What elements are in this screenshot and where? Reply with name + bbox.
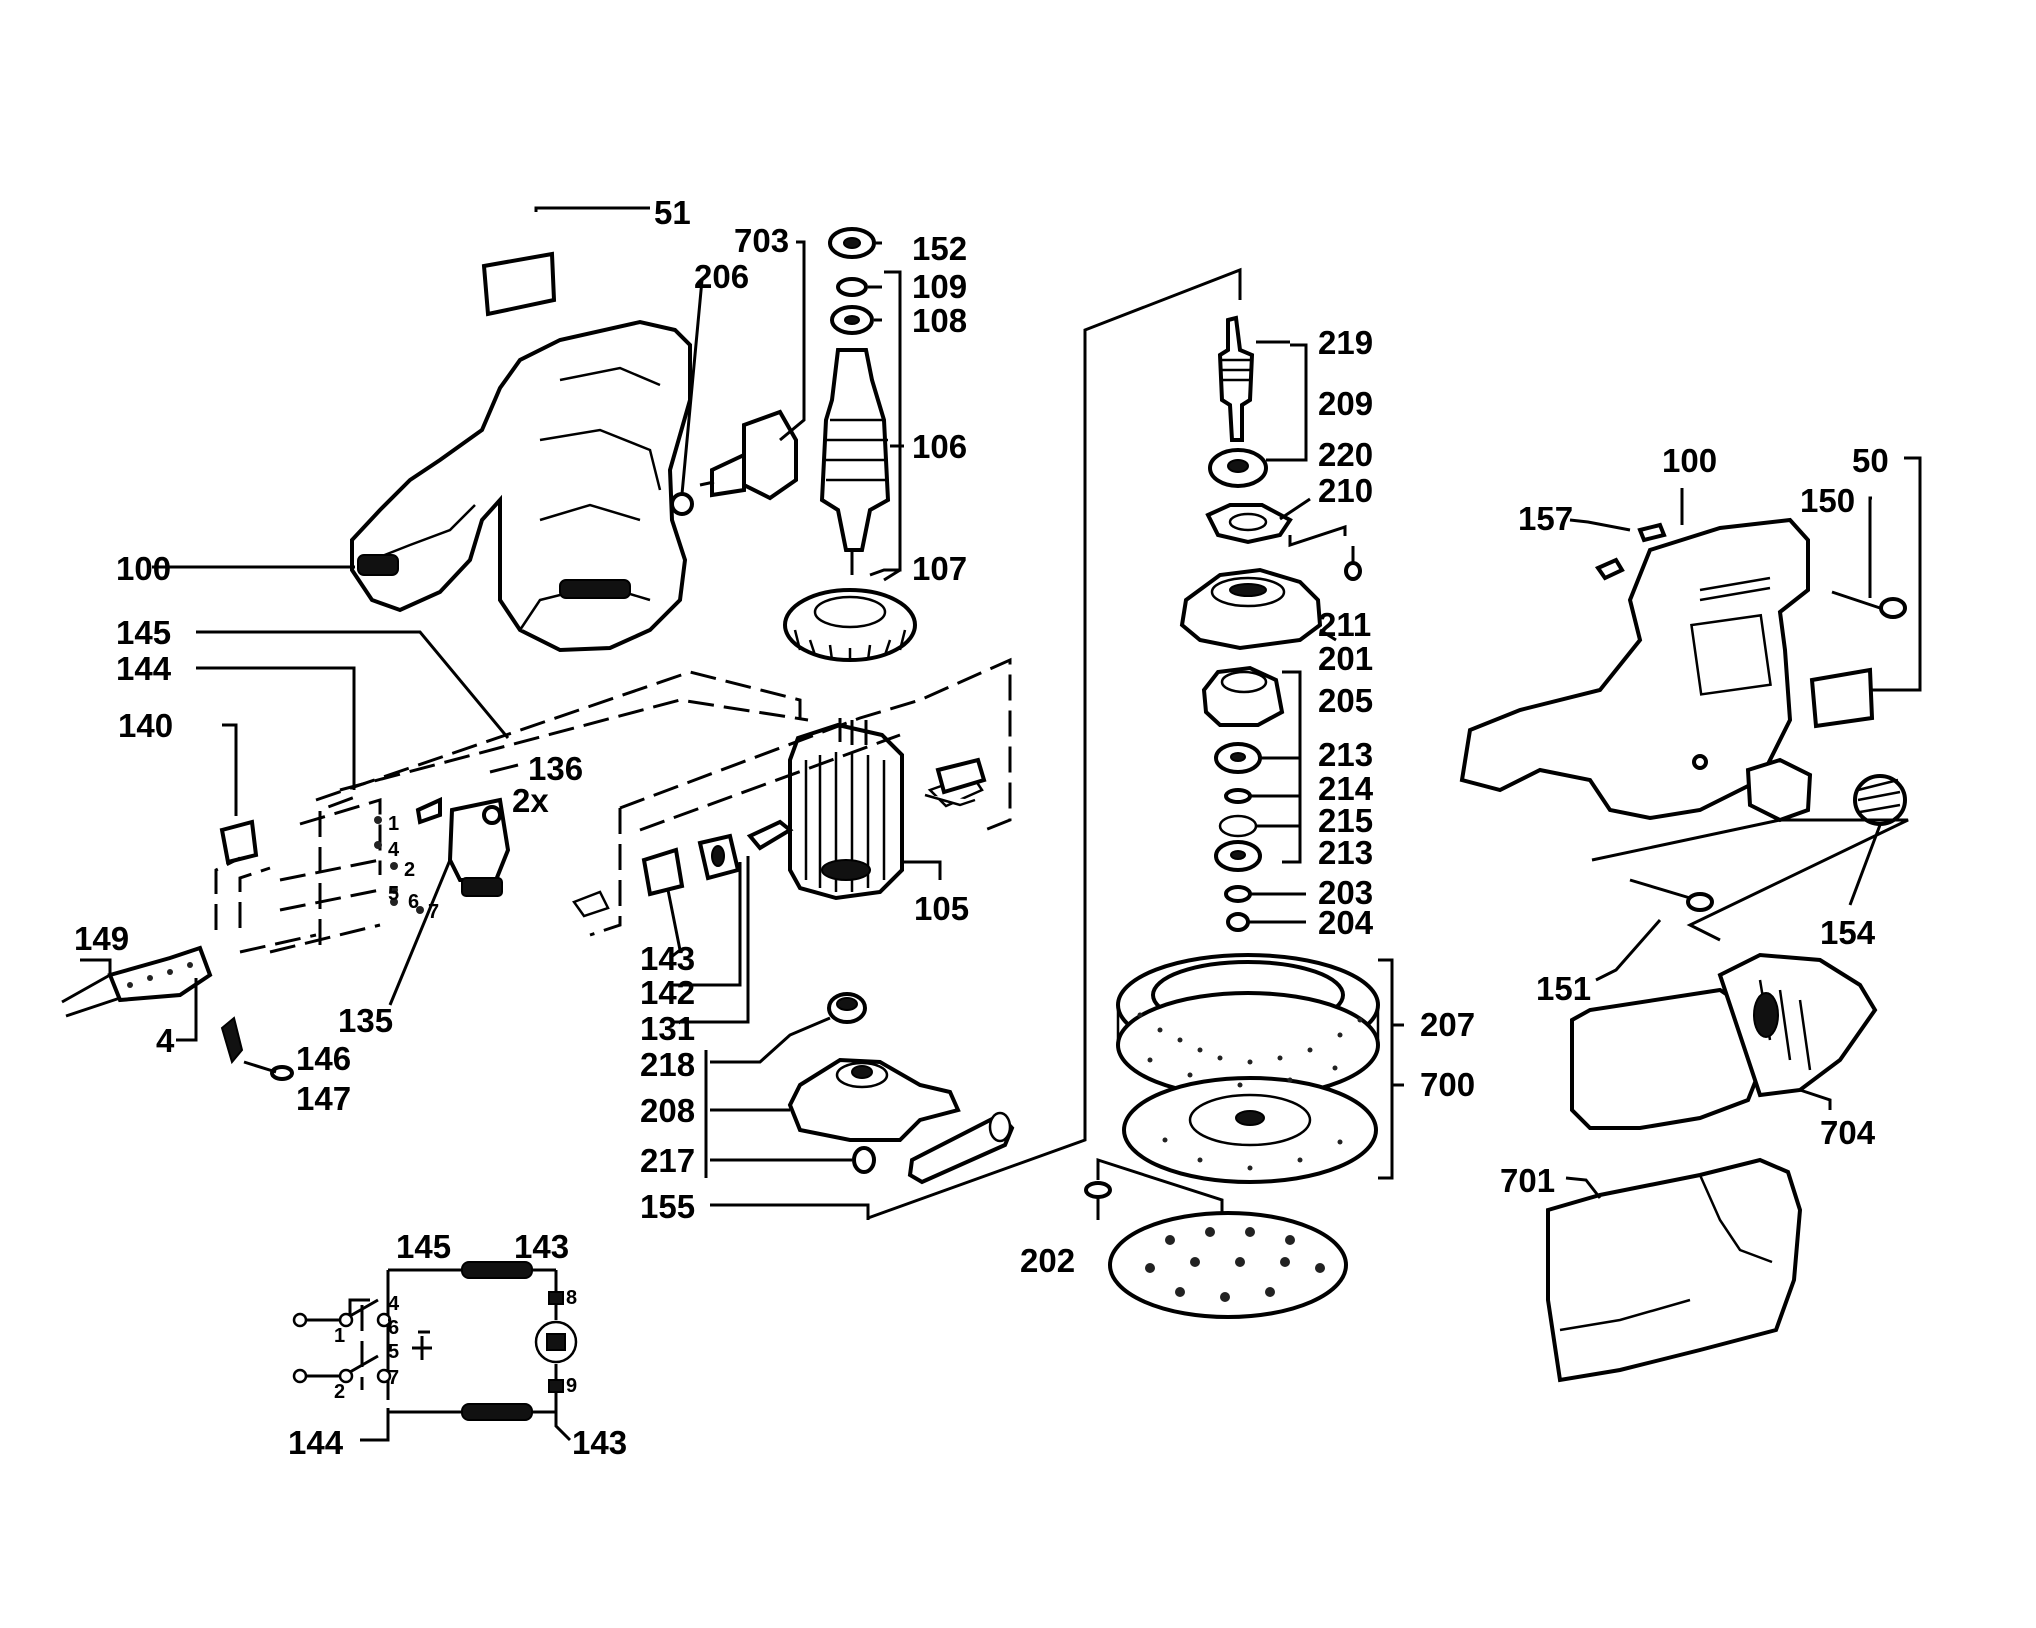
callout-147: 147 xyxy=(296,1080,351,1117)
schematic-label-144: 144 xyxy=(288,1424,344,1461)
dust-bag-701 xyxy=(1546,1157,1803,1383)
callout-154: 154 xyxy=(1820,914,1876,951)
terminal-6: 6 xyxy=(408,891,419,913)
leader-140 xyxy=(222,723,238,816)
switch-135 xyxy=(388,796,511,1006)
power-cable-149 xyxy=(61,945,213,1042)
callout-145: 145 xyxy=(116,614,171,651)
callout-150: 150 xyxy=(1800,482,1855,519)
callout-4: 4 xyxy=(156,1022,175,1059)
callout-205: 205 xyxy=(1318,682,1373,719)
schematic-sw2-5: 5 xyxy=(388,1341,399,1363)
callout-703: 703 xyxy=(734,222,789,259)
callout-131: 131 xyxy=(640,1010,695,1047)
left-leaders xyxy=(152,565,750,1024)
callout-146: 146 xyxy=(296,1040,351,1077)
callout-2x: 2x xyxy=(512,782,549,819)
callout-51: 51 xyxy=(654,194,691,231)
schematic-pin-8: 8 xyxy=(566,1287,577,1309)
callout-217: 217 xyxy=(640,1142,695,1179)
housing-right-half xyxy=(1459,456,1922,982)
field-coil-bottom xyxy=(461,1403,533,1421)
callout-108: 108 xyxy=(912,302,967,339)
callout-143: 143 xyxy=(640,940,695,977)
callout-140: 140 xyxy=(118,707,173,744)
callout-213-upper: 213 xyxy=(1318,736,1373,773)
dust-canister-704 xyxy=(1570,952,1878,1130)
callout-105: 105 xyxy=(914,890,969,927)
callout-107: 107 xyxy=(912,550,967,587)
wiring-harness xyxy=(214,657,1012,954)
callout-149: 149 xyxy=(74,920,129,957)
callout-215: 215 xyxy=(1318,802,1373,839)
callout-50: 50 xyxy=(1852,442,1889,479)
callout-208: 208 xyxy=(640,1092,695,1129)
callout-209: 209 xyxy=(1318,385,1373,422)
schematic-label-143-bottom: 143 xyxy=(572,1424,627,1461)
field-coil-top xyxy=(461,1261,533,1279)
callout-109: 109 xyxy=(912,268,967,305)
callout-144: 144 xyxy=(116,650,172,687)
circuit-schematic xyxy=(292,1261,578,1442)
field-stator-105 xyxy=(788,722,942,901)
callout-211: 211 xyxy=(1318,606,1371,643)
callout-204: 204 xyxy=(1318,904,1374,941)
callout-202: 202 xyxy=(1020,1242,1075,1279)
callout-213-lower: 213 xyxy=(1318,834,1373,871)
lower-bearing-group xyxy=(704,267,1242,1220)
schematic-sw1-6: 6 xyxy=(388,1317,399,1339)
callout-106: 106 xyxy=(912,428,967,465)
callout-220: 220 xyxy=(1318,436,1373,473)
callout-157: 157 xyxy=(1518,500,1573,537)
carbon-140 xyxy=(219,819,259,865)
armature-group xyxy=(670,227,917,662)
callout-155: 155 xyxy=(640,1188,695,1225)
callout-219: 219 xyxy=(1318,324,1373,361)
terminal-7: 7 xyxy=(428,901,439,923)
spindle-stack xyxy=(1179,315,1362,932)
screw-202 xyxy=(1084,1157,1224,1220)
callout-201: 201 xyxy=(1318,640,1373,677)
schematic-sw1-4: 4 xyxy=(388,1293,400,1315)
abrasive-disc xyxy=(1108,1211,1348,1319)
callout-151: 151 xyxy=(1536,970,1591,1007)
callout-701: 701 xyxy=(1500,1162,1555,1199)
terminal-1: 1 xyxy=(388,813,399,835)
schematic-label-143-top: 143 xyxy=(514,1228,569,1265)
callout-214: 214 xyxy=(1318,770,1374,807)
schematic-label-145: 145 xyxy=(396,1228,451,1265)
callout-135: 135 xyxy=(338,1002,393,1039)
callout-218: 218 xyxy=(640,1046,695,1083)
clamp-146 xyxy=(220,1016,244,1065)
brush-parts xyxy=(572,757,987,918)
pad-speckle xyxy=(1137,1012,1363,1171)
callout-labels: 51 703 152 109 108 206 106 107 100 145 1… xyxy=(74,194,1889,1461)
callout-704: 704 xyxy=(1820,1114,1876,1151)
callout-206: 206 xyxy=(694,258,749,295)
callout-152: 152 xyxy=(912,230,967,267)
housing-left-half xyxy=(350,319,692,653)
terminal-2: 2 xyxy=(404,859,415,881)
callout-136: 136 xyxy=(528,750,583,787)
switch-terminals xyxy=(374,816,424,914)
callout-700: 700 xyxy=(1420,1066,1475,1103)
schematic-pin-9: 9 xyxy=(566,1375,577,1397)
terminal-4: 4 xyxy=(388,839,400,861)
callout-100-right: 100 xyxy=(1662,442,1717,479)
label-plate-51 xyxy=(481,206,650,317)
callout-100-left: 100 xyxy=(116,550,171,587)
terminal-5: 5 xyxy=(388,883,399,905)
callout-207: 207 xyxy=(1420,1006,1475,1043)
schematic-sw1-1: 1 xyxy=(334,1325,345,1347)
screw-147 xyxy=(243,1060,294,1081)
callout-210: 210 xyxy=(1318,472,1373,509)
sanding-pads xyxy=(1116,953,1404,1184)
callout-203: 203 xyxy=(1318,874,1373,911)
callout-142: 142 xyxy=(640,974,695,1011)
schematic-sw2-2: 2 xyxy=(334,1381,345,1403)
schematic-sw2-7: 7 xyxy=(388,1367,399,1389)
